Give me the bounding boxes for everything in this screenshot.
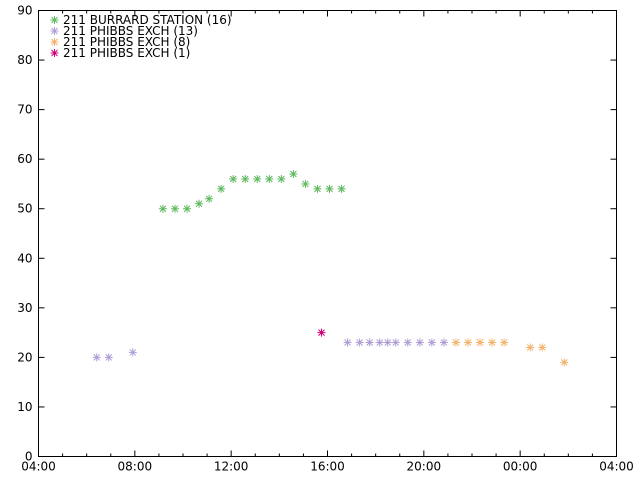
y-tick-label: 40	[17, 251, 32, 265]
legend-label: 211 PHIBBS EXCH (1)	[63, 46, 190, 60]
legend-marker	[50, 49, 59, 57]
data-point	[538, 343, 547, 352]
data-point	[128, 348, 137, 357]
legend-marker	[50, 27, 59, 35]
data-point	[92, 353, 101, 362]
y-tick-label: 0	[25, 450, 33, 464]
x-tick-label: 04:00	[599, 460, 634, 474]
series-1	[92, 338, 448, 362]
legend-label: 211 PHIBBS EXCH (8)	[63, 35, 190, 49]
legend: 211 BURRARD STATION (16)211 PHIBBS EXCH …	[50, 13, 232, 60]
data-point	[158, 204, 167, 213]
data-point	[403, 338, 412, 347]
data-point	[476, 338, 485, 347]
data-point	[337, 184, 346, 193]
data-point	[301, 179, 310, 188]
y-tick-label: 60	[17, 152, 32, 166]
data-point	[526, 343, 535, 352]
x-tick-label: 16:00	[310, 460, 345, 474]
data-point	[365, 338, 374, 347]
data-point	[500, 338, 509, 347]
x-tick-label: 20:00	[407, 460, 442, 474]
series-0	[158, 170, 346, 213]
data-point	[343, 338, 352, 347]
y-tick-label: 30	[17, 301, 32, 315]
y-tick-label: 90	[17, 4, 32, 18]
x-tick-label: 12:00	[214, 460, 249, 474]
data-point	[375, 338, 384, 347]
data-point	[560, 358, 569, 367]
plot-frame	[38, 10, 617, 457]
data-point	[265, 174, 274, 183]
legend-marker	[50, 38, 59, 46]
x-tick-label: 04:00	[21, 460, 56, 474]
data-point	[488, 338, 497, 347]
series-3	[317, 328, 326, 337]
data-point	[183, 204, 192, 213]
data-point	[439, 338, 448, 347]
data-points	[92, 170, 569, 367]
data-point	[289, 170, 298, 179]
y-tick-label: 50	[17, 202, 32, 216]
y-tick-label: 70	[17, 103, 32, 117]
data-point	[317, 328, 326, 337]
legend-label: 211 PHIBBS EXCH (13)	[63, 24, 198, 38]
data-point	[451, 338, 460, 347]
data-point	[205, 194, 214, 203]
data-point	[277, 174, 286, 183]
data-point	[229, 174, 238, 183]
data-point	[241, 174, 250, 183]
data-point	[253, 174, 262, 183]
data-point	[325, 184, 334, 193]
data-point	[170, 204, 179, 213]
axes: 0 10 20 30 40 50 60 70 80 90 04:00 08:00 12:00 16:00 2…	[17, 4, 634, 474]
series-2	[451, 338, 569, 367]
data-point	[391, 338, 400, 347]
data-point	[355, 338, 364, 347]
y-tick-label: 10	[17, 400, 32, 414]
data-point	[427, 338, 436, 347]
y-tick-label: 20	[17, 350, 32, 364]
x-tick-label: 00:00	[503, 460, 538, 474]
data-point	[383, 338, 392, 347]
x-tick-label: 08:00	[118, 460, 153, 474]
data-point	[463, 338, 472, 347]
legend-marker	[50, 16, 59, 24]
y-tick-label: 80	[17, 53, 32, 67]
data-point	[104, 353, 113, 362]
data-point	[313, 184, 322, 193]
data-point	[217, 184, 226, 193]
data-point	[195, 199, 204, 208]
legend-label: 211 BURRARD STATION (16)	[63, 13, 232, 27]
data-point	[415, 338, 424, 347]
